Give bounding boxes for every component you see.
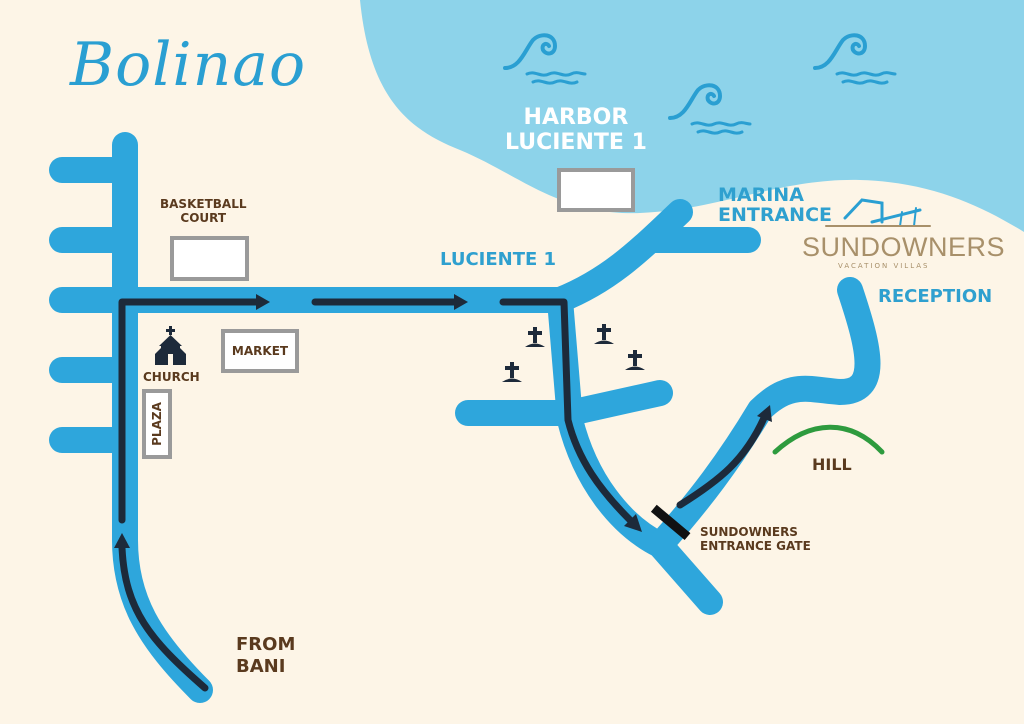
gate-bar bbox=[650, 504, 691, 540]
label-reception: RECEPTION bbox=[878, 286, 993, 307]
road-network bbox=[49, 132, 881, 703]
label-harbor: HARBOR LUCIENTE 1 bbox=[505, 105, 647, 156]
label-luciente: LUCIENTE 1 bbox=[440, 249, 557, 270]
basketball-court-building bbox=[170, 236, 249, 281]
wave-icon bbox=[668, 83, 752, 135]
label-market: MARKET bbox=[231, 344, 289, 358]
label-from-bani: FROM BANI bbox=[236, 634, 296, 677]
route-arrowheads bbox=[114, 294, 772, 548]
route bbox=[118, 298, 768, 692]
brand-name: SUNDOWNERS bbox=[802, 232, 1006, 262]
resort-logo-icon bbox=[825, 198, 931, 227]
label-marina-entrance: MARINA ENTRANCE bbox=[718, 184, 832, 226]
cross-icon bbox=[525, 327, 545, 347]
brand-tagline: VACATION VILLAS bbox=[838, 262, 930, 270]
cross-icon bbox=[502, 362, 522, 382]
cross-icon bbox=[594, 324, 614, 344]
wave-icon bbox=[503, 33, 587, 85]
road-marina bbox=[547, 199, 693, 313]
label-entrance-gate: SUNDOWNERS ENTRANCE GATE bbox=[700, 525, 811, 553]
label-church: CHURCH bbox=[143, 370, 200, 384]
harbor-building bbox=[557, 168, 635, 212]
label-basketball-court: BASKETBALL COURT bbox=[160, 197, 247, 225]
label-hill: HILL bbox=[812, 455, 852, 474]
hill bbox=[772, 424, 885, 455]
label-plaza: PLAZA bbox=[150, 402, 164, 446]
market-building: MARKET bbox=[221, 329, 299, 373]
sea bbox=[360, 0, 1024, 232]
plaza-building: PLAZA bbox=[142, 389, 172, 459]
map-title: Bolinao bbox=[70, 30, 307, 100]
church-icon bbox=[155, 326, 186, 365]
cross-icon bbox=[625, 350, 645, 370]
wave-icon bbox=[813, 33, 897, 85]
